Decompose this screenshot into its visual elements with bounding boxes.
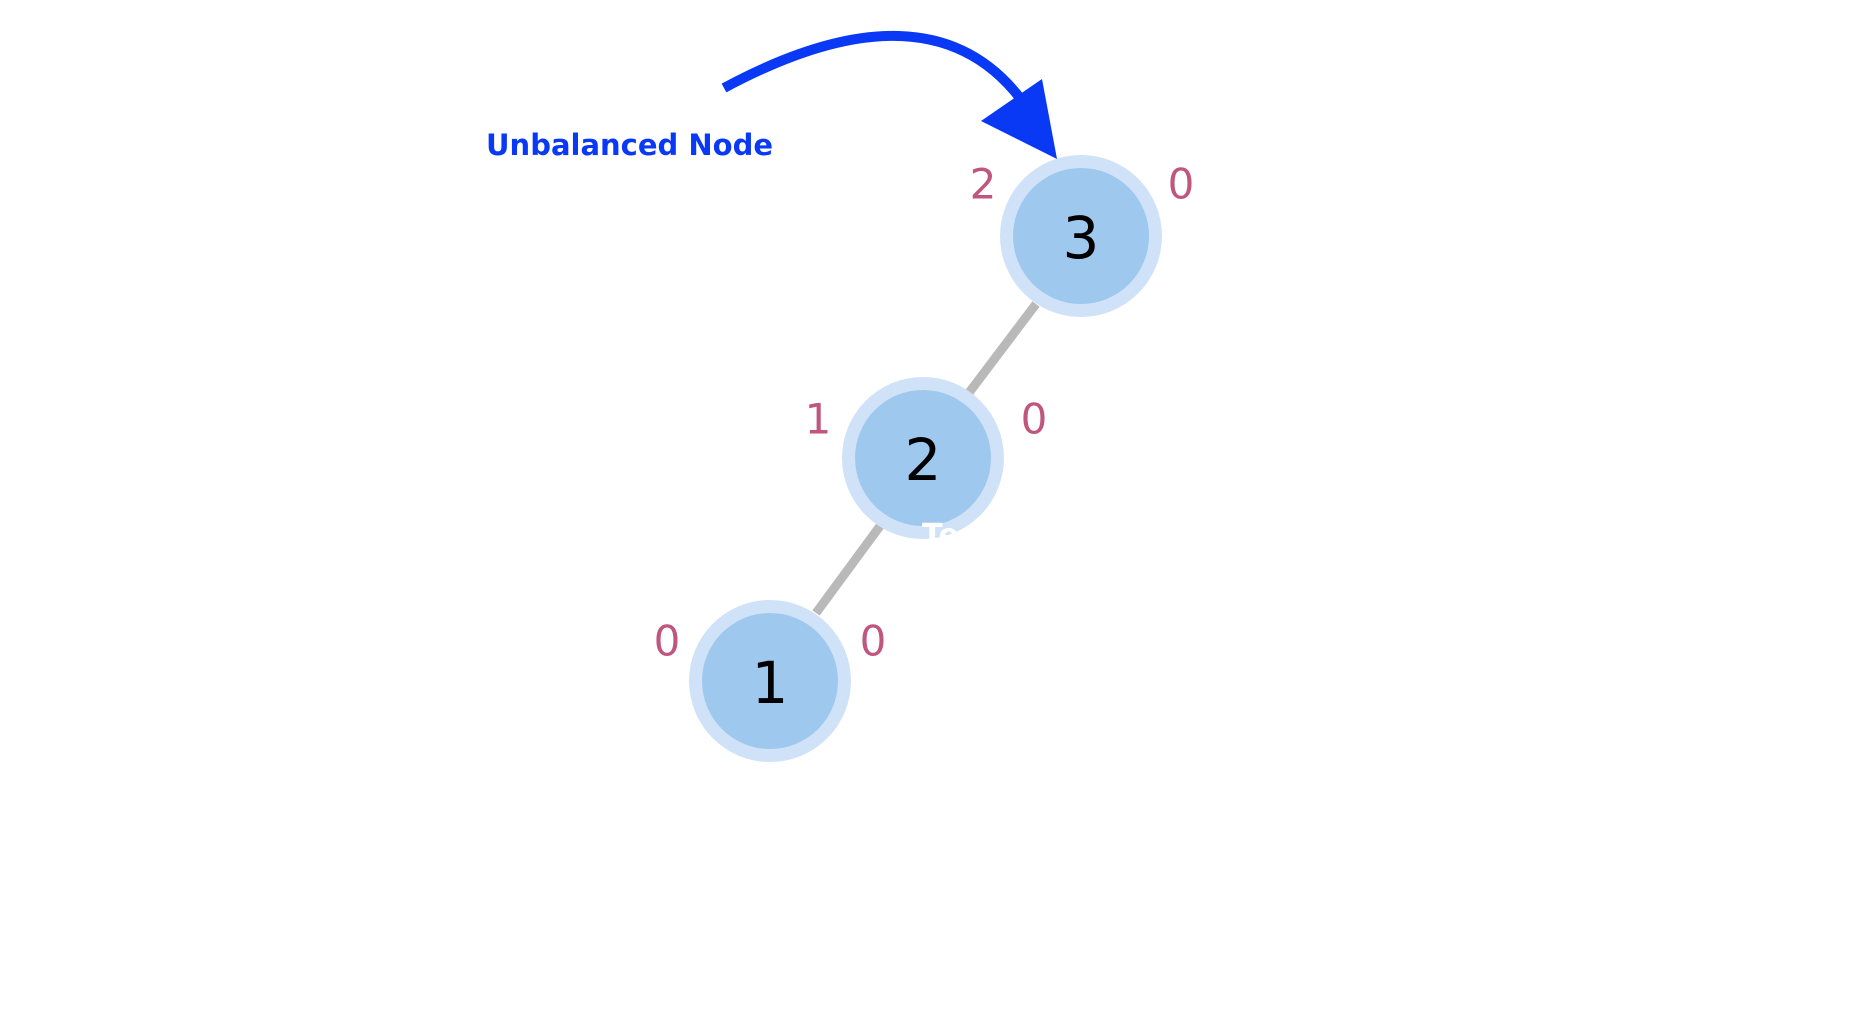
- node-value: 3: [1063, 204, 1100, 272]
- edge-2-to-1: [812, 523, 884, 616]
- right-height-label: 0: [1021, 395, 1048, 444]
- unbalanced-node-label: Unbalanced Node: [486, 128, 773, 162]
- edge-3-to-2: [964, 301, 1040, 397]
- obscured-text-fragment: Te: [922, 518, 959, 553]
- left-height-label: 0: [654, 617, 681, 666]
- unbalanced-node-annotation: Unbalanced Node: [486, 30, 1057, 162]
- node-core: [855, 390, 991, 526]
- right-height-label: 0: [860, 617, 887, 666]
- node-core: [702, 613, 838, 749]
- left-height-label: 1: [805, 395, 832, 444]
- tree-edges: [812, 301, 1040, 616]
- tree-node-2: 2 1 0: [805, 377, 1048, 539]
- right-height-label: 0: [1168, 160, 1195, 209]
- arrow-head-icon: [981, 79, 1057, 159]
- node-value: 2: [905, 426, 942, 494]
- node-core: [1013, 168, 1149, 304]
- node-value: 1: [752, 649, 789, 717]
- left-height-label: 2: [970, 160, 997, 209]
- tree-node-3: 3 2 0: [970, 155, 1195, 317]
- curved-arrow-icon: [721, 30, 1024, 102]
- tree-node-1: 1 0 0: [654, 600, 887, 762]
